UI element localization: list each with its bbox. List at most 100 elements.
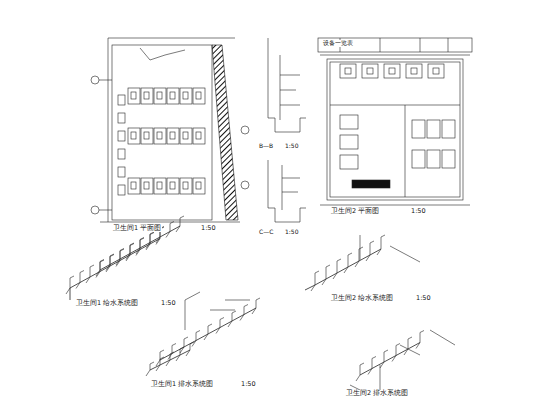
pipe-stroke [150, 232, 154, 234]
scale-label: 1:50 [240, 381, 257, 388]
stall-outline [193, 88, 205, 104]
stall-outline [427, 120, 440, 138]
stall-outline [131, 92, 136, 99]
pipe-stroke [315, 273, 316, 285]
stall-outline [406, 64, 422, 78]
pipe-stroke [232, 313, 233, 321]
stall-outline [196, 132, 201, 139]
pipe-stroke [186, 350, 190, 356]
pipe-stroke [184, 339, 185, 347]
stall-outline [180, 178, 192, 194]
pipe-stroke [400, 345, 420, 355]
section-b [268, 38, 306, 132]
pipe-stroke [96, 272, 100, 278]
stall-outline [128, 88, 140, 104]
stall-outline [384, 64, 400, 78]
pipe-stroke [305, 285, 315, 290]
stall-outline [196, 182, 201, 189]
pipe-stroke [80, 271, 84, 273]
pipe-stroke [252, 308, 256, 314]
pipe-stroke [106, 266, 110, 272]
pipe-stroke [80, 273, 81, 283]
stall-outline [157, 92, 162, 99]
section-c [268, 160, 306, 222]
pipe-stroke [381, 237, 382, 249]
drawing-title: 设备一览表 [322, 40, 354, 47]
stall-outline [170, 92, 175, 99]
pipe-stroke [180, 218, 181, 226]
pipe-stroke [232, 311, 236, 313]
pipe-stroke [208, 324, 212, 326]
pipe-stroke [216, 328, 220, 334]
stall-outline [144, 92, 149, 99]
scale-label: 1:50 [410, 208, 427, 215]
pipe-stroke [315, 249, 381, 285]
plan-2 [318, 38, 472, 205]
stall-outline [154, 128, 166, 144]
pipe-stroke [70, 239, 160, 289]
stall-outline [170, 132, 175, 139]
pipe-stroke [140, 238, 144, 240]
pipe-stroke [146, 370, 150, 376]
pipe-stroke [190, 344, 191, 350]
pipe-stroke [377, 249, 381, 255]
stall-outline [412, 150, 425, 168]
pipe-stroke [66, 288, 70, 294]
drawing-title: 卫生间1 给水系统图 [75, 300, 139, 307]
pipe-stroke [150, 233, 154, 235]
pipe-stroke [326, 267, 327, 279]
pipe-stroke [156, 365, 160, 371]
pipe-stroke [146, 243, 150, 249]
pipe-stroke [396, 344, 400, 346]
pipe-stroke [185, 300, 186, 330]
stall-outline [340, 135, 358, 149]
stall-outline [144, 182, 149, 189]
pipe-stroke [180, 347, 184, 353]
pipe-stroke [396, 346, 397, 356]
stall-outline [118, 149, 125, 159]
pipe-stroke [170, 224, 171, 232]
pipe-stroke [170, 354, 171, 360]
stall-outline [428, 64, 444, 78]
stall-outline [118, 95, 125, 105]
pipe-stroke [244, 307, 245, 315]
pipe-stroke [240, 315, 244, 321]
stall-outline [196, 92, 201, 99]
pipe-stroke [150, 350, 190, 370]
pipe-stroke [172, 344, 176, 346]
pipe-stroke [140, 240, 141, 248]
pipe-stroke [156, 237, 160, 243]
drawing-title: 卫生间1 平面图 [112, 225, 162, 232]
stall-outline [180, 128, 192, 144]
pipe-stroke [136, 250, 140, 256]
pipe-stroke [360, 235, 361, 260]
pipe-stroke [210, 310, 235, 311]
pipe-stroke [150, 235, 151, 243]
pipe-stroke [70, 288, 71, 300]
pipe-stroke [160, 350, 164, 352]
stall-outline [154, 178, 166, 194]
pipe-stroke [196, 331, 200, 333]
stall-outline [345, 68, 351, 74]
pipe-stroke [166, 232, 170, 238]
stall-outline [167, 88, 179, 104]
pipe-stroke [136, 248, 140, 254]
drawing-title: C—C [258, 229, 274, 236]
stall-outline [141, 178, 153, 194]
stall-outline [118, 185, 125, 195]
stall-outline [157, 132, 162, 139]
pipe-stroke [170, 352, 174, 354]
pipe-stroke [170, 222, 174, 224]
stall-outline [412, 120, 425, 138]
pipe-stroke [100, 226, 180, 270]
drawing-title: B—B [258, 143, 274, 150]
pipe-stroke [337, 259, 341, 261]
pipe-stroke [116, 259, 120, 265]
pipe-stroke [180, 347, 184, 349]
pipe-stroke [220, 318, 224, 320]
pipe-stroke [70, 278, 71, 288]
pipe-stroke [130, 246, 131, 254]
pipe-stroke [384, 352, 385, 362]
drawing-title: 卫生间2 平面图 [330, 208, 380, 215]
